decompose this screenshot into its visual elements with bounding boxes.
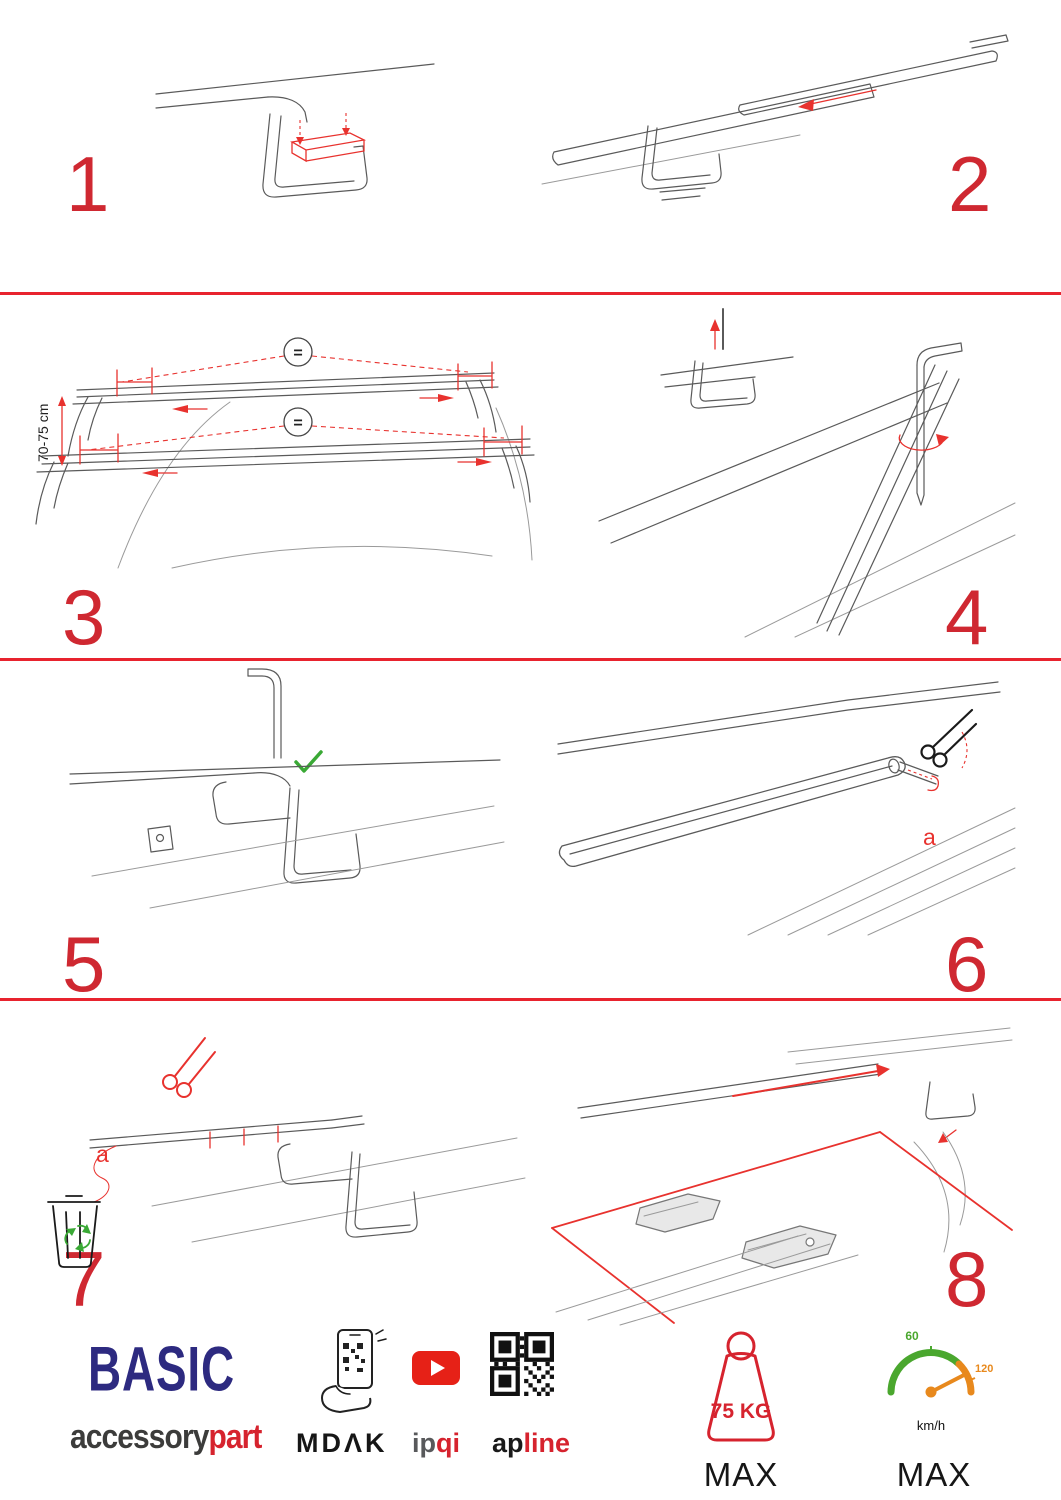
equal-spacing-icon: = = — [283, 337, 313, 437]
phone-qr-icon — [321, 1329, 387, 1413]
step-5-diagram — [69, 668, 505, 909]
step-8-diagram — [551, 1027, 1013, 1326]
insert-arrow — [710, 319, 720, 350]
youtube-icon — [412, 1351, 460, 1385]
step-8-number: 8 — [945, 1235, 989, 1323]
needle — [929, 1373, 966, 1394]
highlight-box — [551, 1131, 1013, 1324]
brand-logo: BASIC — [88, 1333, 235, 1405]
brand-subtitle: accessorypart — [70, 1418, 262, 1456]
dimension-marks — [79, 361, 523, 477]
weight-limit-value: 75 KG — [711, 1400, 772, 1423]
section-divider-2 — [0, 658, 1061, 661]
clamp-parts — [635, 1193, 837, 1269]
step-4-number: 4 — [945, 573, 989, 661]
step-7-number: 7 — [62, 1235, 106, 1323]
step-1-diagram — [155, 63, 435, 198]
speedometer-icon: 60 120 km/h — [887, 1329, 993, 1433]
speed-unit: km/h — [917, 1418, 945, 1433]
speed-max-label: MAX — [896, 1456, 972, 1493]
bar-distance-dimension: 70-75 cm — [35, 396, 66, 466]
svg-text:=: = — [293, 415, 302, 432]
step-5-number: 5 — [62, 920, 106, 1008]
brand-subtitle-red: part — [208, 1418, 262, 1456]
partner-mdak-label: MDΛK — [296, 1428, 388, 1458]
step-3-diagram: = = 70 — [35, 337, 535, 569]
section-divider-1 — [0, 292, 1061, 295]
weight-icon: 75 KG — [707, 1331, 775, 1442]
rotate-arrow — [898, 434, 949, 451]
step-7-diagram: a — [47, 1037, 526, 1268]
svg-text:=: = — [293, 345, 302, 362]
step-4-diagram — [598, 308, 1016, 638]
cut-label: a — [923, 824, 936, 850]
speed-tick-max: 120 — [975, 1363, 993, 1375]
scissors-icon — [920, 708, 978, 768]
slide-strip-arrow — [732, 1064, 890, 1097]
check-icon — [294, 750, 323, 773]
allen-key — [916, 342, 963, 506]
partner-ipqi-label: ipqi — [412, 1430, 460, 1457]
section-divider-3 — [0, 998, 1061, 1001]
slide-arrow — [798, 89, 877, 111]
speed-tick-min: 60 — [905, 1329, 919, 1343]
step-6-diagram: a — [557, 681, 1016, 936]
partner-apline-black: ap — [492, 1428, 524, 1458]
partner-ipqi-black: ip — [412, 1428, 436, 1458]
svg-text:70-75 cm: 70-75 cm — [35, 404, 51, 462]
qr-code-icon — [490, 1332, 554, 1396]
step-3-number: 3 — [62, 573, 106, 661]
step-2-diagram — [541, 34, 1009, 201]
weight-max-label: MAX — [703, 1456, 779, 1493]
scissors-red-icon — [162, 1037, 216, 1098]
partner-apline-label: apline — [492, 1430, 570, 1457]
step-2-number: 2 — [948, 140, 992, 228]
step-1-number: 1 — [66, 140, 110, 228]
clip-arrow — [938, 1129, 957, 1143]
partner-ipqi-red: qi — [436, 1428, 460, 1458]
step-6-number: 6 — [945, 920, 989, 1008]
brand-subtitle-black: accessory — [70, 1418, 209, 1456]
partner-apline-red: line — [523, 1428, 571, 1458]
recycle-icon — [64, 1224, 91, 1252]
cut-strip-red — [907, 769, 940, 792]
rubber-pad-red — [290, 113, 367, 163]
